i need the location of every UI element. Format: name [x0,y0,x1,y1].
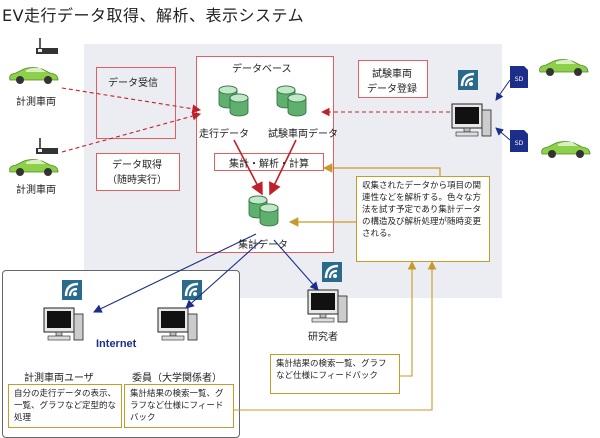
committee-note: 集計結果の検索一覧、グラフなど仕様にフィードバック [124,384,234,428]
test-vehicle-top-icon [510,59,589,88]
test-vehicle-data-label: 試験車両データ [268,129,338,140]
vehicle-user-note: 自分の走行データの表示、一覧、グラフなど定型的な処理 [8,384,122,428]
data-acquire-label-1: データ取得 [112,160,162,171]
register-box [358,60,428,98]
vehicle-bottom-label: 計測車両 [16,185,56,196]
data-acquire-box [96,153,180,191]
test-vehicle-bottom-icon [510,130,591,159]
page-title: EV走行データ取得、解析、表示システム [2,6,305,25]
data-acquire-label-2: （随時実行） [107,175,167,186]
data-receive-label: データ受信 [108,78,158,89]
measurement-vehicle-bottom-icon [9,137,59,177]
vehicle-top-label: 計測車両 [16,97,56,108]
internet-label: Internet [96,338,137,350]
researcher-label: 研究者 [308,332,338,343]
aggregate-data-label: 集計データ [238,240,288,251]
register-label-1: 試験車両 [372,69,412,80]
run-data-label: 走行データ [199,129,249,140]
database-title: データベース [232,64,292,75]
committee-label: 委員（大学関係者） [132,373,222,384]
calc-label: 集計・解析・計算 [229,159,309,170]
measurement-vehicle-top-icon [9,37,59,85]
register-label-2: データ登録 [367,84,417,95]
analysis-note: 収集されたデータから項目の関連性などを解析する。色々な方法を試す予定であり集計デ… [356,176,490,262]
vehicle-user-label: 計測車両ユーザ [24,373,94,384]
researcher-note: 集計結果の検索一覧、グラフなど仕様にフィードバック [270,354,400,394]
